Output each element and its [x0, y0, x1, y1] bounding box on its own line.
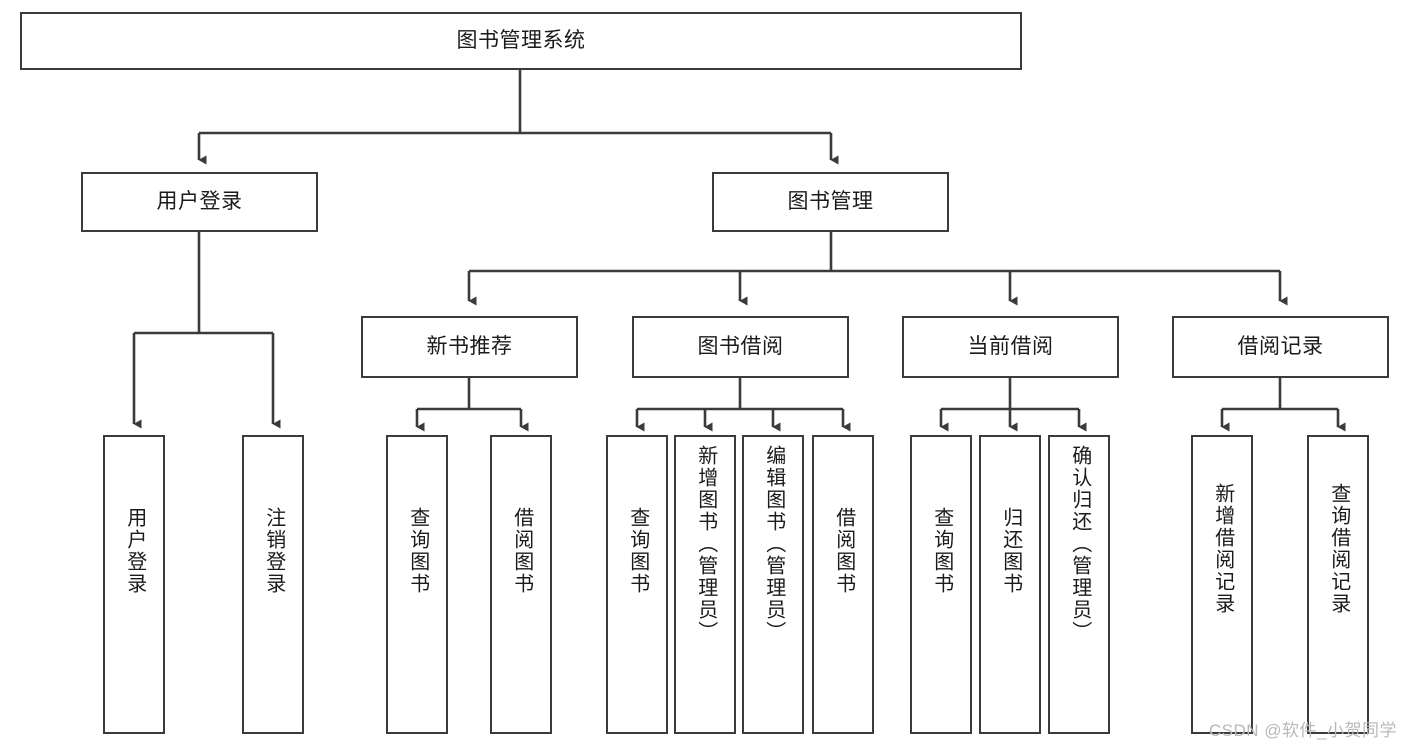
node-label: 图书借阅: [697, 335, 784, 359]
node-new-book-recommend[interactable]: 新书推荐: [361, 316, 578, 378]
node-label: 注销登录: [262, 507, 285, 595]
watermark-text: CSDN @软件_小贺同学: [1208, 721, 1397, 740]
leaf-book-borrow-borrow[interactable]: 借阅图书: [812, 435, 874, 734]
node-book-management[interactable]: 图书管理: [712, 172, 949, 232]
node-label: 归还图书: [999, 507, 1022, 595]
node-label: 确认归还（管理员）: [1068, 445, 1091, 643]
leaf-borrow-record-add[interactable]: 新增借阅记录: [1191, 435, 1253, 734]
node-label: 用户登录: [156, 190, 243, 214]
node-label: 图书管理系统: [456, 29, 586, 53]
node-label: 新书推荐: [426, 335, 513, 359]
node-label: 借阅记录: [1237, 335, 1324, 359]
node-current-borrow[interactable]: 当前借阅: [902, 316, 1119, 378]
node-borrow-record[interactable]: 借阅记录: [1172, 316, 1389, 378]
leaf-current-borrow-confirm-return[interactable]: 确认归还（管理员）: [1048, 435, 1110, 734]
node-label: 借阅图书: [832, 507, 855, 595]
node-label: 当前借阅: [967, 335, 1054, 359]
node-label: 借阅图书: [510, 507, 533, 595]
leaf-current-borrow-return[interactable]: 归还图书: [979, 435, 1041, 734]
node-label: 查询图书: [406, 507, 429, 595]
node-book-borrow[interactable]: 图书借阅: [632, 316, 849, 378]
leaf-book-borrow-edit[interactable]: 编辑图书（管理员）: [742, 435, 804, 734]
node-label: 图书管理: [787, 190, 874, 214]
leaf-user-login-login[interactable]: 用户登录: [103, 435, 165, 734]
node-label: 新增图书（管理员）: [694, 445, 717, 643]
node-label: 新增借阅记录: [1211, 483, 1234, 615]
node-label: 编辑图书（管理员）: [762, 445, 785, 643]
node-label: 查询图书: [930, 507, 953, 595]
leaf-current-borrow-query[interactable]: 查询图书: [910, 435, 972, 734]
node-label: 用户登录: [123, 507, 146, 595]
leaf-book-borrow-add[interactable]: 新增图书（管理员）: [674, 435, 736, 734]
leaf-new-book-query[interactable]: 查询图书: [386, 435, 448, 734]
node-root-system[interactable]: 图书管理系统: [20, 12, 1022, 70]
leaf-new-book-borrow[interactable]: 借阅图书: [490, 435, 552, 734]
leaf-book-borrow-query[interactable]: 查询图书: [606, 435, 668, 734]
node-label: 查询借阅记录: [1327, 483, 1350, 615]
node-label: 查询图书: [626, 507, 649, 595]
leaf-user-login-logout[interactable]: 注销登录: [242, 435, 304, 734]
leaf-borrow-record-query[interactable]: 查询借阅记录: [1307, 435, 1369, 734]
node-user-login[interactable]: 用户登录: [81, 172, 318, 232]
